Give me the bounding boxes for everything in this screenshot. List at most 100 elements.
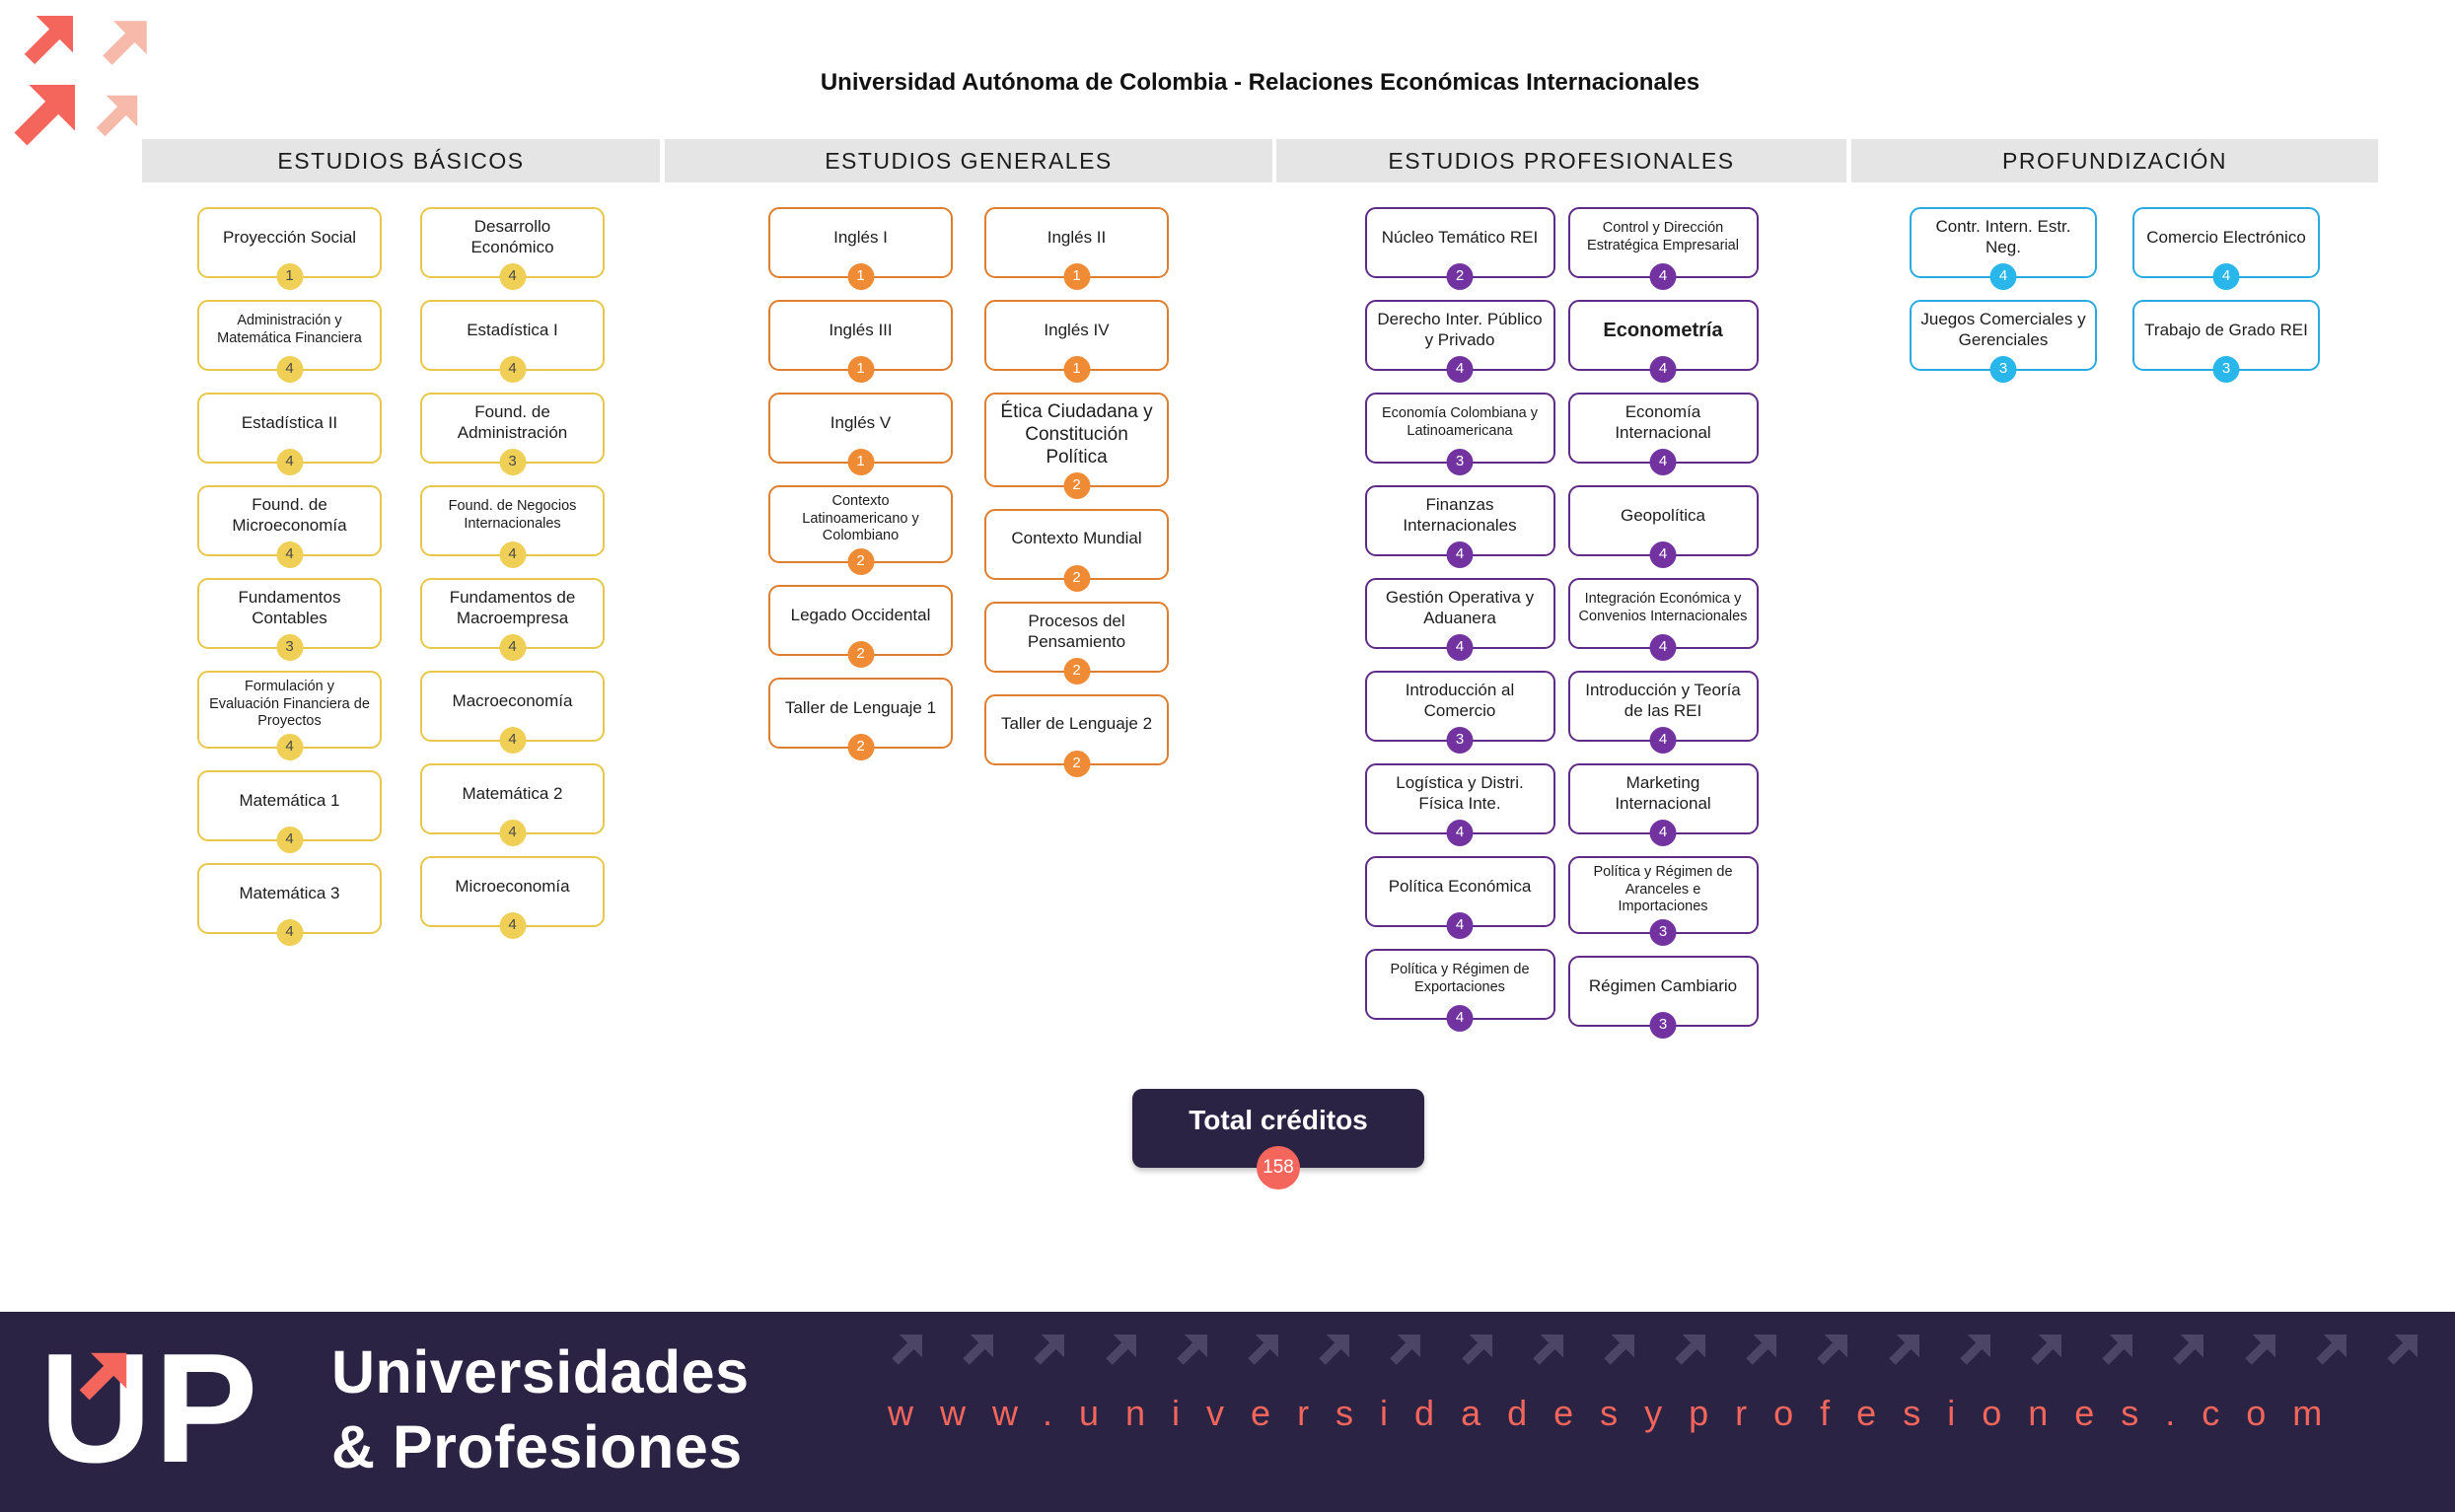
course-card: Trabajo de Grado REI 3 bbox=[2132, 300, 2320, 383]
footer-right: www.universidadesyprofesiones.com bbox=[888, 1330, 2422, 1434]
ne-arrow-icon bbox=[2031, 1334, 2061, 1365]
total-credits-value: 158 bbox=[1257, 1146, 1300, 1189]
course-name: Núcleo Temático REI bbox=[1381, 227, 1539, 247]
course-card: Matemática 2 4 bbox=[420, 763, 605, 846]
credit-badge: 3 bbox=[1446, 727, 1474, 754]
course-name: Inglés V bbox=[830, 412, 892, 432]
credit-badge: 1 bbox=[847, 449, 874, 475]
ne-arrow-icon bbox=[1319, 1334, 1350, 1365]
column-header-profundizacion: PROFUNDIZACIÓN bbox=[1851, 139, 2378, 182]
credit-badge: 4 bbox=[499, 263, 526, 290]
credit-badge: 2 bbox=[1063, 657, 1090, 684]
course-name: Introducción y Teoría de las REI bbox=[1585, 681, 1741, 720]
course-name: Inglés II bbox=[1047, 227, 1107, 247]
course-name: Contr. Intern. Estr. Neg. bbox=[1935, 217, 2071, 256]
course-name: Formulación y Evaluación Financiera de P… bbox=[209, 679, 370, 730]
ne-arrow-icon bbox=[1458, 1330, 1497, 1369]
course-name: Economía Internacional bbox=[1615, 402, 1711, 442]
ne-arrow-icon bbox=[1746, 1334, 1777, 1365]
course-card: Control y Dirección Estratégica Empresar… bbox=[1567, 207, 1759, 290]
ne-arrow-icon bbox=[6, 75, 85, 154]
course-name: Geopolítica bbox=[1621, 505, 1705, 525]
course-name: Macroeconomía bbox=[452, 690, 573, 710]
credit-badge: 2 bbox=[1063, 471, 1090, 499]
brand-name: Universidades & Profesiones bbox=[331, 1335, 750, 1484]
ne-arrow-icon bbox=[2173, 1334, 2204, 1365]
credit-badge: 4 bbox=[276, 449, 303, 475]
ne-arrow-icon bbox=[1532, 1334, 1563, 1365]
course-name: Microeconomía bbox=[455, 876, 570, 896]
course-name: Desarrollo Económico bbox=[470, 217, 554, 256]
brand-line1: Universidades bbox=[331, 1338, 750, 1405]
ne-arrow-icon bbox=[2027, 1330, 2066, 1369]
ne-arrow-icon bbox=[1817, 1334, 1848, 1365]
ne-arrow-icon bbox=[2312, 1330, 2351, 1369]
course-name: Matemática 2 bbox=[462, 783, 563, 803]
course-name: Comercio Electrónico bbox=[2146, 227, 2306, 247]
course-name: Finanzas Internacionales bbox=[1403, 495, 1517, 535]
ne-arrow-icon bbox=[1034, 1334, 1065, 1365]
course-card: Logística y Distri. Física Inte.4 bbox=[1364, 763, 1555, 846]
credit-badge: 1 bbox=[1063, 356, 1090, 383]
brand-corner-logo bbox=[0, 0, 178, 163]
course-name: Taller de Lenguaje 1 bbox=[784, 697, 937, 717]
course-name: Found. de Microeconomía bbox=[232, 495, 347, 535]
page-title: Universidad Autónoma de Colombia - Relac… bbox=[820, 69, 1700, 96]
course-name: Procesos del Pensamiento bbox=[1027, 611, 1126, 651]
ne-arrow-icon bbox=[1888, 1334, 1919, 1365]
course-card: Inglés V 1 bbox=[768, 393, 953, 475]
course-name: Trabajo de Grado REI bbox=[2144, 320, 2308, 339]
ne-arrow-icon bbox=[1177, 1334, 1207, 1365]
credit-badge: 2 bbox=[1063, 564, 1090, 592]
credit-badge: 4 bbox=[1649, 634, 1677, 661]
credit-badge: 4 bbox=[1649, 727, 1677, 754]
credit-badge: 4 bbox=[2212, 263, 2240, 290]
course-card: Desarrollo Económico 4 bbox=[420, 207, 605, 290]
course-name: Fundamentos de Macroempresa bbox=[449, 588, 576, 627]
ne-arrow-icon bbox=[2387, 1334, 2418, 1365]
course-name: Found. de Administración bbox=[457, 402, 568, 442]
course-name: Derecho Inter. Público y Privado bbox=[1377, 310, 1543, 349]
credit-badge: 2 bbox=[847, 641, 874, 669]
credit-badge: 1 bbox=[847, 356, 874, 383]
ne-arrow-icon bbox=[2241, 1330, 2280, 1369]
brand-line2: & Profesiones bbox=[331, 1412, 743, 1480]
credit-badge: 3 bbox=[2212, 356, 2240, 383]
course-name: Fundamentos Contables bbox=[238, 588, 341, 627]
course-card: Procesos del Pensamiento 2 bbox=[984, 601, 1169, 684]
credit-badge: 3 bbox=[499, 449, 526, 475]
ne-arrow-icon bbox=[1600, 1330, 1639, 1369]
ne-arrow-icon bbox=[892, 1334, 922, 1365]
ne-arrow-icon bbox=[1248, 1334, 1278, 1365]
ne-arrow-icon bbox=[1529, 1330, 1568, 1369]
credit-badge: 4 bbox=[1446, 912, 1474, 939]
credit-badge: 4 bbox=[499, 820, 526, 846]
ne-arrow-icon bbox=[2316, 1334, 2347, 1365]
